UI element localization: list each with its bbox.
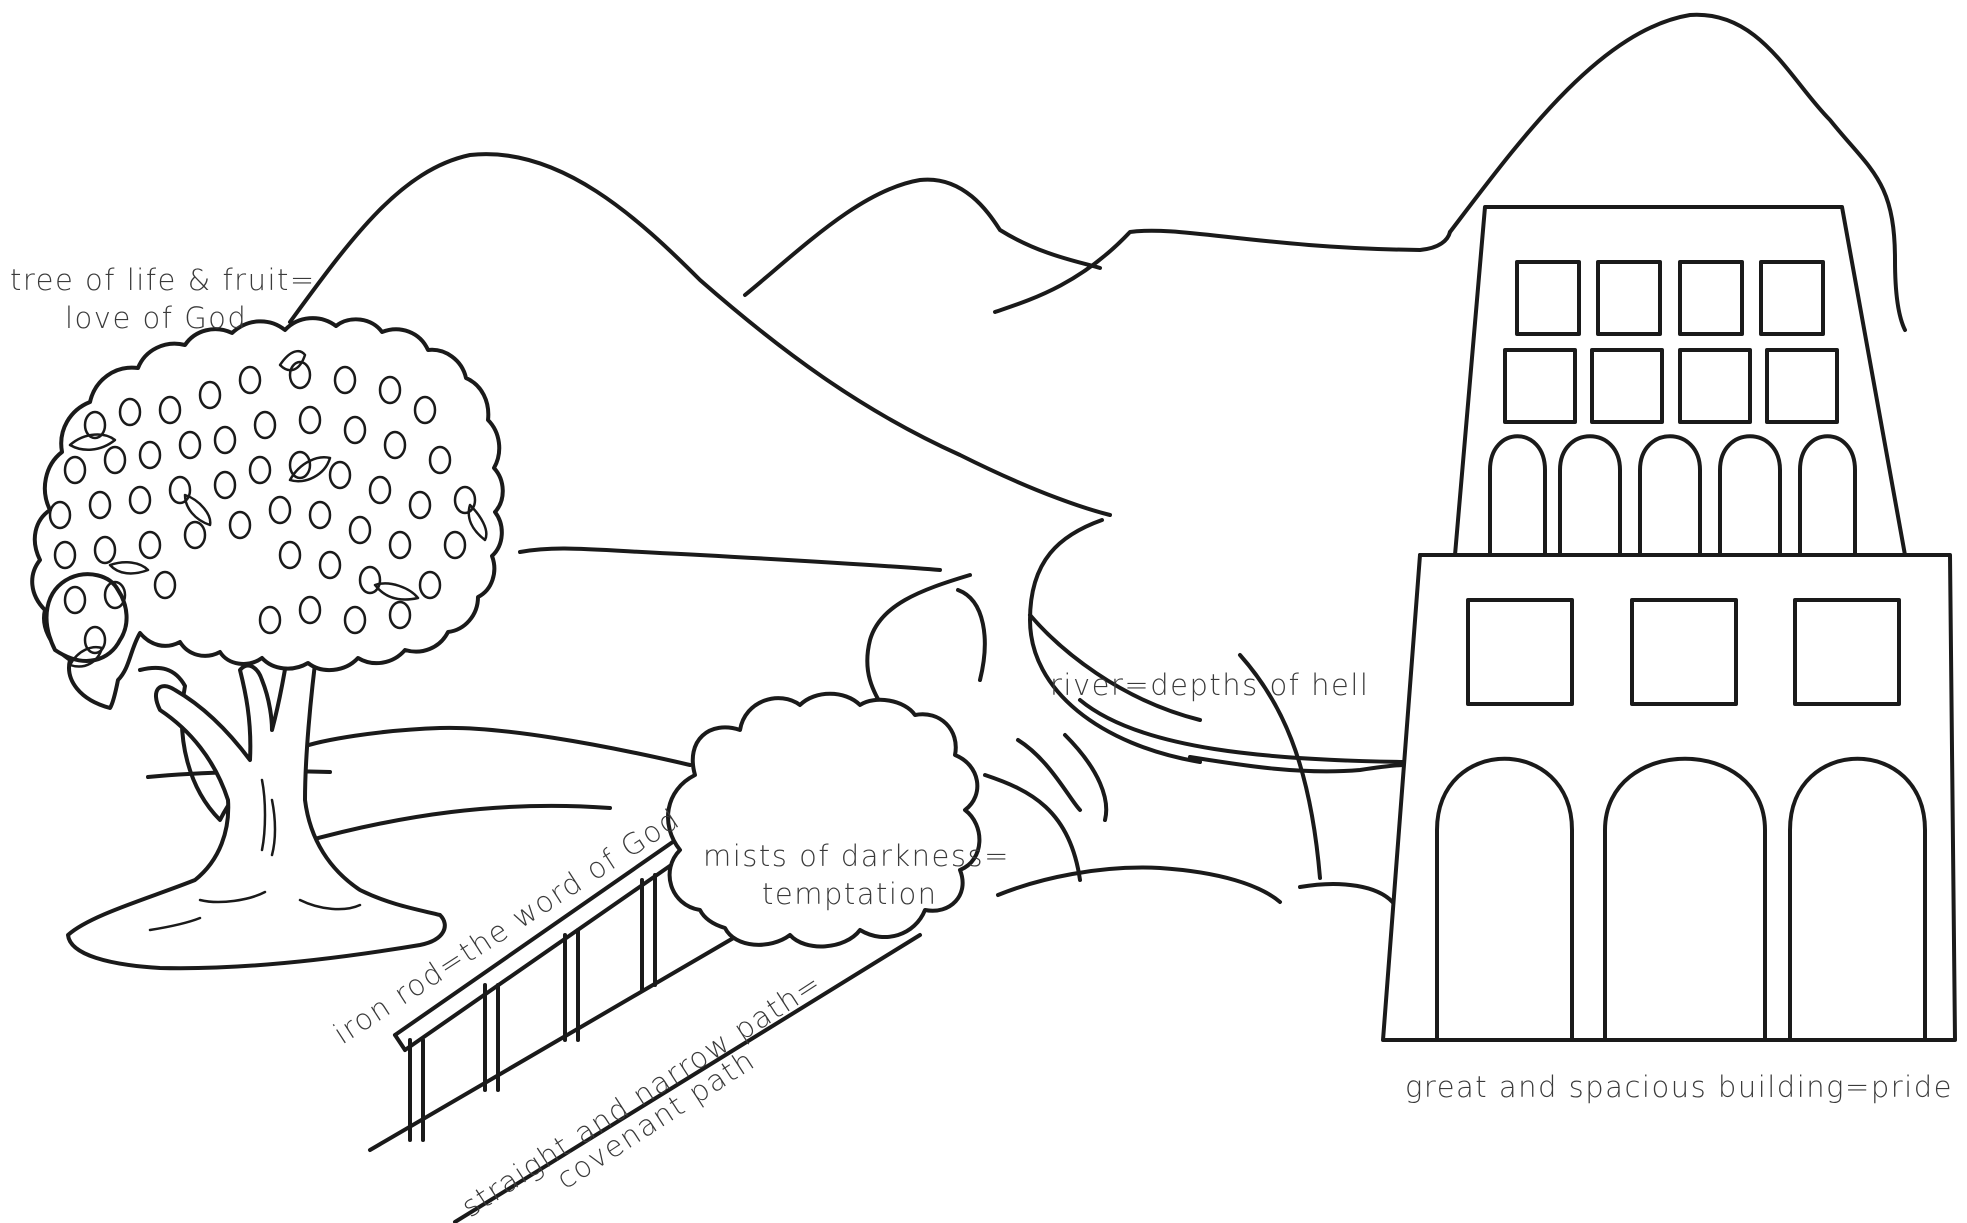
tree-of-life	[30, 316, 505, 971]
mists-label-line1: mists of darkness=	[703, 839, 1010, 873]
leaves	[68, 349, 488, 668]
river-label: river=depths of hell	[1050, 668, 1369, 702]
mountains	[288, 12, 1907, 517]
landscape-hills	[138, 546, 1407, 907]
tree-of-life-label-line2: love of God	[65, 301, 247, 335]
fruit-cluster	[48, 360, 477, 655]
mists-of-darkness-cloud	[666, 691, 982, 949]
narrow-path-label-line1: straight and narrow path=	[455, 965, 828, 1223]
iron-rod	[393, 828, 702, 1142]
great-and-spacious-building	[1381, 205, 1957, 1042]
building-label: great and spacious building=pride	[1405, 1070, 1953, 1104]
mists-label-line2: temptation	[762, 877, 938, 911]
tree-of-life-label-line1: tree of life & fruit=	[10, 263, 316, 297]
